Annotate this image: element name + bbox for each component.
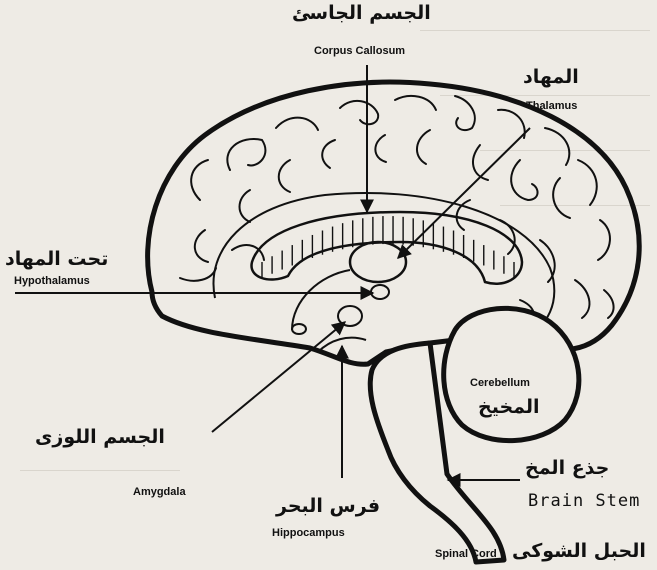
label-corpus-callosum-ar: الجسم الجاسئ bbox=[292, 4, 431, 23]
label-hypothalamus-ar: تحت المهاد bbox=[5, 250, 108, 269]
label-amygdala-en: Amygdala bbox=[133, 487, 186, 498]
cerebellum-shape bbox=[444, 308, 579, 440]
amygdala-shape bbox=[338, 306, 362, 326]
label-hippocampus-ar: فرس البحر bbox=[276, 497, 380, 516]
label-thalamus-ar: المهاد bbox=[523, 68, 579, 87]
fornix bbox=[292, 270, 350, 330]
thalamus-shape bbox=[350, 242, 406, 282]
label-brain-stem-ar: جذع المخ bbox=[525, 459, 609, 478]
hypothalamus-shape bbox=[371, 285, 389, 299]
corpus-callosum-shape bbox=[252, 212, 522, 284]
label-thalamus-en: Thalamus bbox=[526, 101, 577, 112]
label-corpus-callosum-en: Corpus Callosum bbox=[314, 46, 405, 57]
label-brain-stem-en: Brain Stem bbox=[528, 493, 640, 510]
label-cerebellum-ar: المخيخ bbox=[478, 398, 540, 417]
label-spinal-cord-en: Spinal Cord bbox=[435, 549, 497, 560]
label-spinal-cord-ar: الحبل الشوكى bbox=[512, 542, 646, 561]
label-hypothalamus-en: Hypothalamus bbox=[14, 276, 90, 287]
label-amygdala-ar: الجسم اللوزى bbox=[35, 428, 165, 447]
label-hippocampus-en: Hippocampus bbox=[272, 528, 345, 539]
pointer-amygdala bbox=[212, 322, 345, 432]
label-cerebellum-en: Cerebellum bbox=[470, 378, 530, 389]
